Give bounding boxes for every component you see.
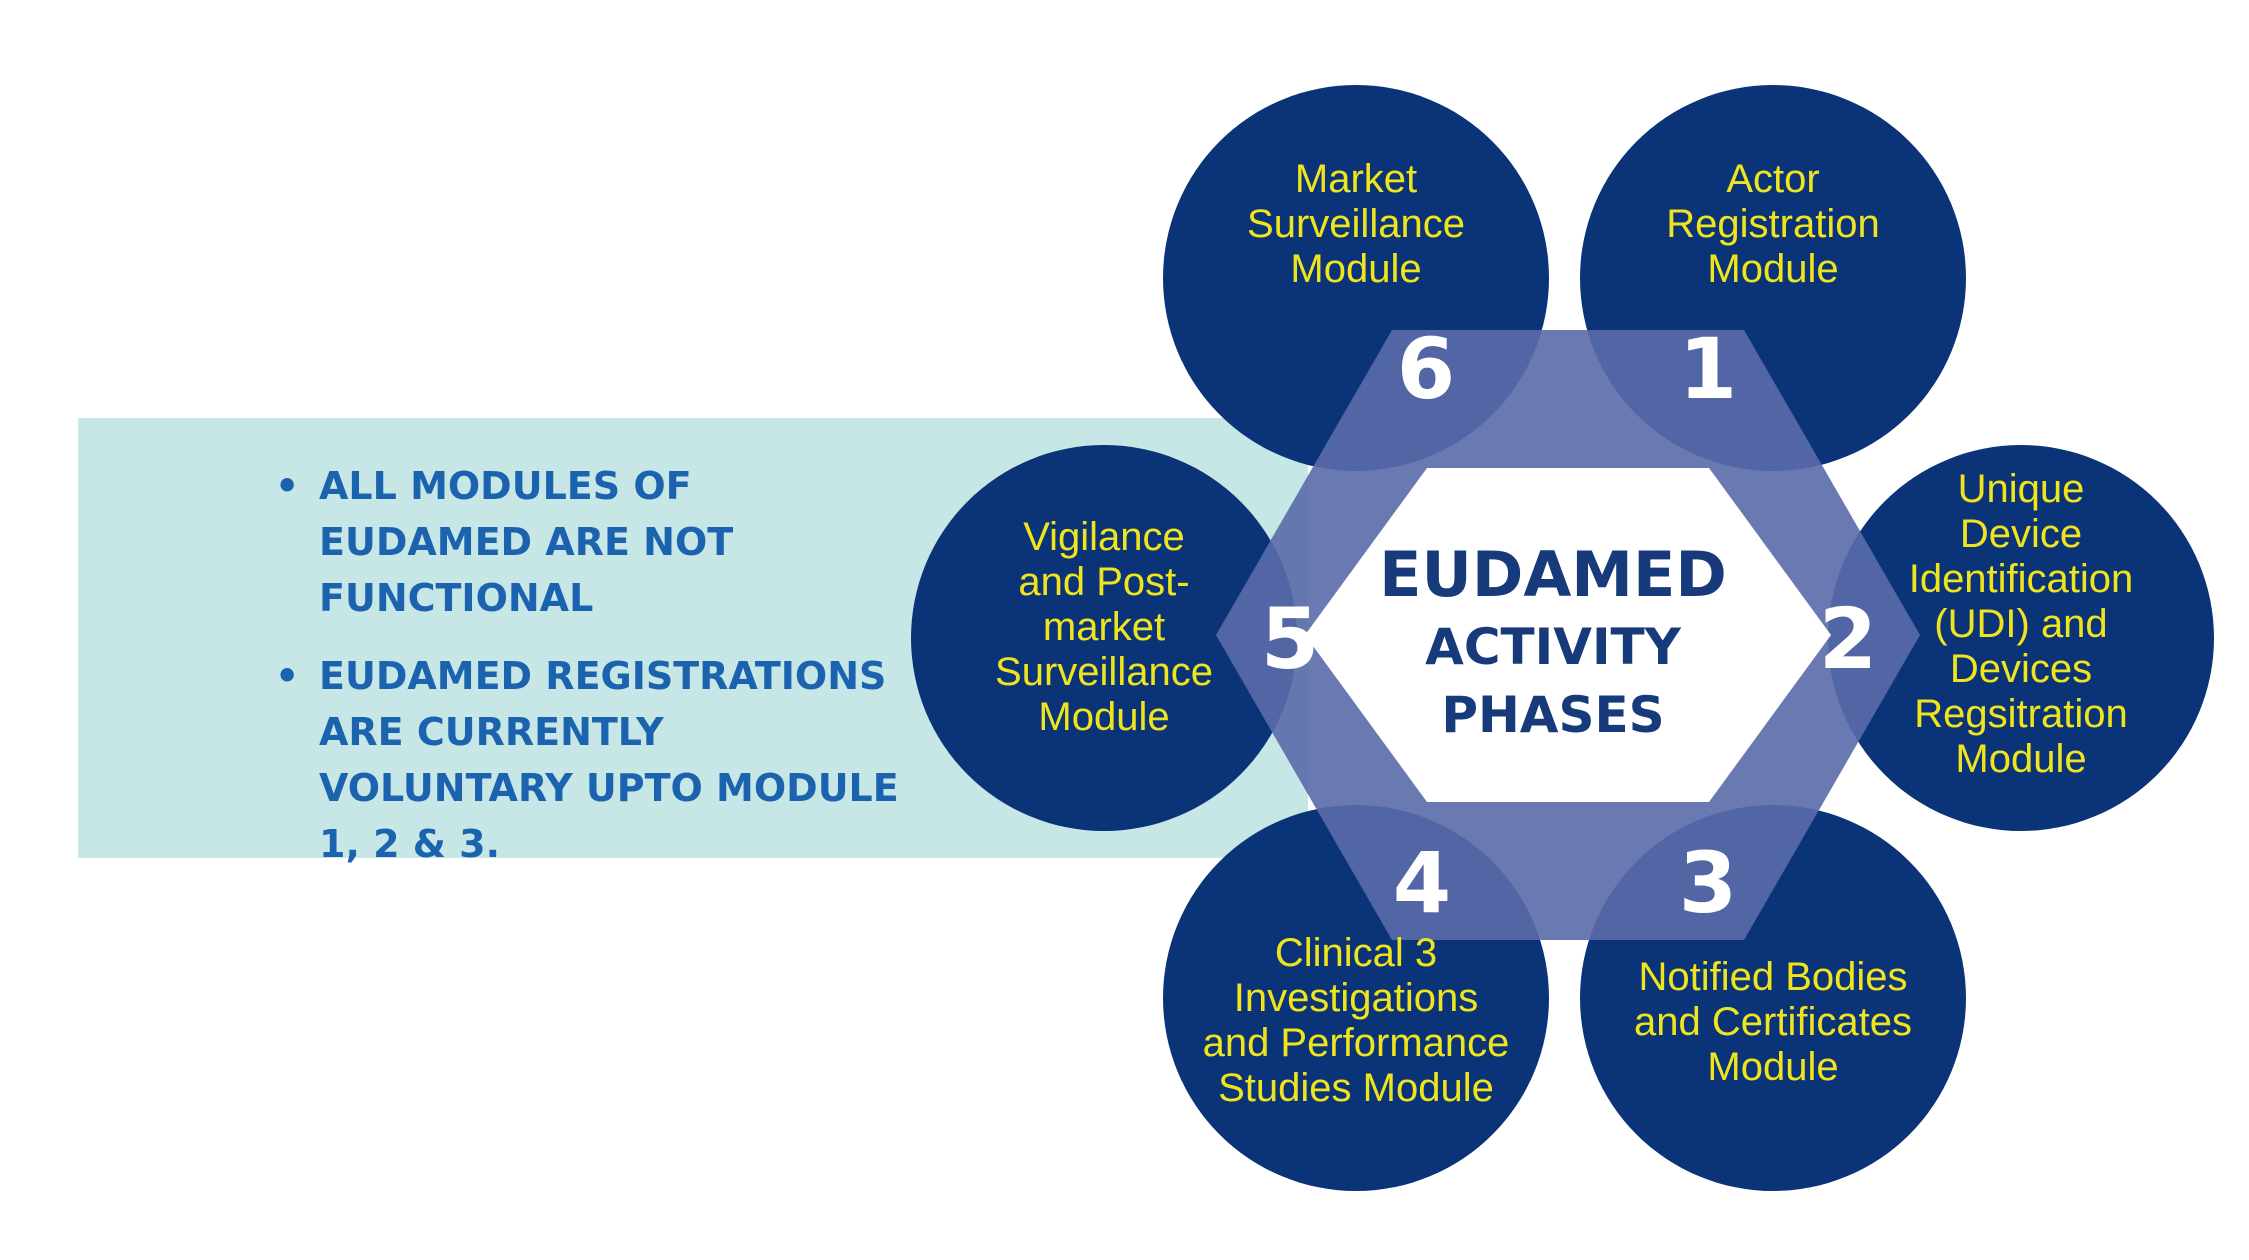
center-title-activity: ACTIVITY — [1425, 618, 1682, 676]
center-inner-hexagon — [1305, 468, 1831, 802]
module-4-number: 4 — [1393, 834, 1451, 932]
module-5-label-line: Surveillance — [995, 650, 1213, 694]
module-5-number: 5 — [1261, 590, 1319, 688]
module-4-label-line: Clinical 3 — [1275, 931, 1437, 975]
module-1-label-line: Registration — [1666, 202, 1879, 246]
module-6-label-line: Market — [1295, 157, 1417, 201]
module-4-label-line: Studies Module — [1218, 1066, 1494, 1110]
module-2-label-line: (UDI) and — [1934, 602, 2107, 646]
module-2-number: 2 — [1819, 590, 1877, 688]
notes-list: ALL MODULES OF EUDAMED ARE NOT FUNCTIONA… — [275, 458, 915, 894]
module-3-label-line: Notified Bodies — [1638, 955, 1907, 999]
note-item: ALL MODULES OF EUDAMED ARE NOT FUNCTIONA… — [275, 458, 915, 626]
module-6-number: 6 — [1397, 320, 1455, 418]
module-2-label-line: Regsitration — [1914, 692, 2127, 736]
module-2-label-line: Devices — [1950, 647, 2092, 691]
module-3-label-line: and Certificates — [1634, 1000, 1912, 1044]
module-2-label-line: Device — [1960, 512, 2082, 556]
module-4-label-line: Investigations — [1234, 976, 1479, 1020]
center-title-phases: PHASES — [1441, 686, 1664, 744]
module-5-circle — [911, 445, 1297, 831]
module-5-label-line: market — [1043, 605, 1165, 649]
module-1-label-line: Module — [1707, 247, 1838, 291]
note-item: EUDAMED REGISTRATIONS ARE CURRENTLY VOLU… — [275, 648, 915, 872]
module-2-circle — [1828, 445, 2214, 831]
module-3-label-line: Module — [1707, 1045, 1838, 1089]
module-2-label-line: Identification — [1909, 557, 2134, 601]
module-5-label-line: and Post- — [1018, 560, 1189, 604]
module-6-label-line: Surveillance — [1247, 202, 1465, 246]
module-1-label-line: Actor — [1726, 157, 1819, 201]
center-title-eudamed: EUDAMED — [1379, 538, 1727, 611]
module-6-label-line: Module — [1290, 247, 1421, 291]
module-2-label-line: Module — [1955, 737, 2086, 781]
module-2-label-line: Unique — [1958, 467, 2085, 511]
module-1-number: 1 — [1679, 320, 1737, 418]
module-4-label-line: and Performance — [1203, 1021, 1510, 1065]
module-3-number: 3 — [1679, 834, 1737, 932]
module-5-label-line: Vigilance — [1023, 515, 1185, 559]
module-5-label-line: Module — [1038, 695, 1169, 739]
